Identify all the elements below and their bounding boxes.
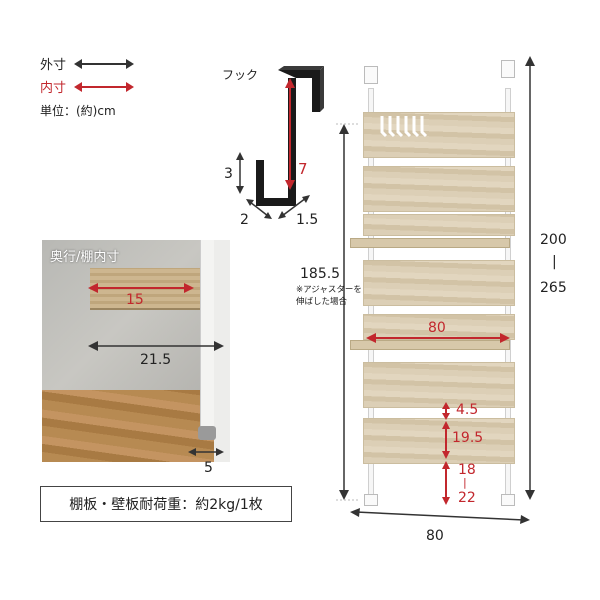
wall-panel-7 (363, 418, 515, 464)
rack-height-min: 200 (540, 232, 567, 248)
rack-height-sep: | (552, 254, 557, 270)
photo-foot: 5 (204, 460, 213, 476)
bottom-max: 22 (458, 490, 476, 506)
adjuster-bottom-left (364, 494, 378, 506)
wall-panel-2 (363, 166, 515, 212)
legend-outer-label: 外寸 (40, 58, 67, 73)
double-arrow-red-icon (74, 81, 135, 92)
hook-depth-b: 1.5 (296, 212, 319, 228)
weight-note: 棚板・壁板耐荷重：約2kg/1枚 (69, 497, 263, 513)
unit-label: 単位：(約)cm (40, 104, 116, 118)
hook-shape (256, 70, 320, 206)
adjuster-note-1: ※アジャスターを (296, 285, 362, 295)
detail-photo (42, 240, 230, 462)
hook-depth-a: 2 (240, 212, 249, 228)
photo-dimensions (88, 283, 224, 456)
hook-height-inner: 7 (298, 160, 308, 178)
unit-note: 単位：(約)cm (40, 102, 116, 119)
shelf-inner-width: 80 (428, 320, 446, 336)
shelf-board-1 (350, 238, 510, 248)
wall-panel-1 (363, 112, 515, 158)
legend-outer: 外寸 (40, 54, 135, 73)
shelf-board-2 (350, 340, 510, 350)
wall-panel-4 (363, 260, 515, 306)
photo-shelf-inner: 15 (126, 292, 144, 308)
gap-mid: 19.5 (452, 430, 484, 446)
legend-inner-label: 内寸 (40, 81, 67, 96)
hook-diagram (236, 66, 324, 219)
adjuster-note-2: 伸ばした場合 (296, 297, 348, 307)
photo-depth-outer: 21.5 (140, 352, 172, 368)
wall-panel-5 (363, 314, 515, 340)
hook-icons (380, 116, 428, 138)
wall-panel-3 (363, 214, 515, 236)
bottom-sep: | (463, 476, 467, 489)
hook-title: フック (222, 68, 259, 82)
adjuster-bottom-right (501, 494, 515, 506)
photo-title: 奥行/棚内寸 (50, 250, 120, 265)
rack-width: 80 (426, 528, 444, 544)
adjuster-top-left (364, 66, 378, 84)
bottom-min: 18 (458, 462, 476, 478)
wall-panel-6 (363, 362, 515, 408)
legend-inner: 内寸 (40, 77, 135, 96)
weight-note-box: 棚板・壁板耐荷重：約2kg/1枚 (40, 486, 292, 522)
rack-height-max: 265 (540, 280, 567, 296)
hook-height-outer: 3 (224, 166, 233, 182)
double-arrow-icon (74, 58, 135, 69)
rack-height-left: 185.5 (300, 266, 341, 282)
gap-top: 4.5 (456, 402, 479, 418)
adjuster-top-right (501, 60, 515, 78)
